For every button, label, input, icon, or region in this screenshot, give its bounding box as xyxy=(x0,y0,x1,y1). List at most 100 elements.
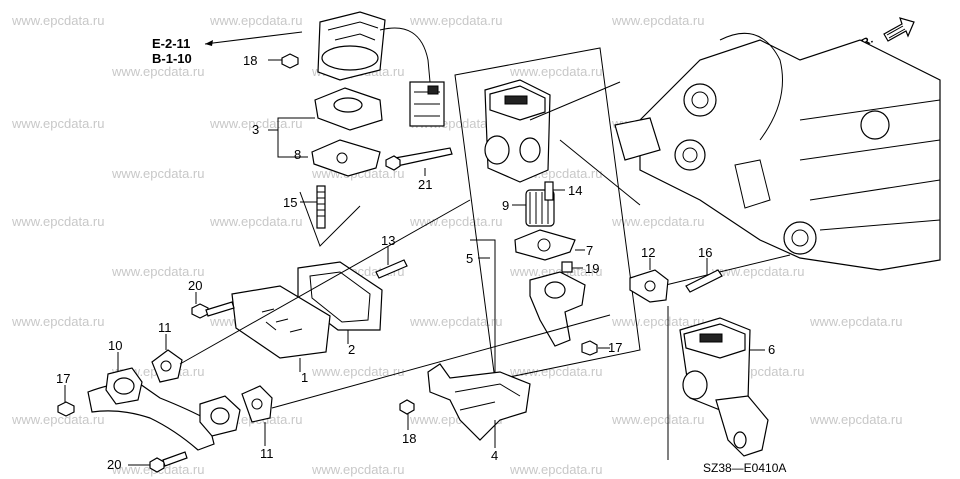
engine-port xyxy=(783,221,817,255)
gasket-2-inner xyxy=(309,271,371,323)
engine-port-inner xyxy=(791,229,809,247)
watermark: www.epcdata.ru xyxy=(11,116,105,131)
bolt-20 xyxy=(149,457,165,473)
pipe-port xyxy=(210,407,230,425)
callout-14[interactable]: 14 xyxy=(568,183,582,198)
inset-valve-slot xyxy=(699,333,723,343)
guide-line xyxy=(559,139,641,206)
reference-leader xyxy=(204,31,303,45)
filter-ribs xyxy=(529,192,549,224)
watermark: www.epcdata.ru xyxy=(809,412,903,427)
gasket-11 xyxy=(151,349,183,383)
gasket-hole xyxy=(336,152,348,164)
bracket-4-detail xyxy=(454,383,521,411)
reference-label[interactable]: B-1-10 xyxy=(152,51,192,66)
reference-label[interactable]: E-2-11 xyxy=(152,36,190,51)
solenoid-ring xyxy=(321,45,379,71)
bracket-4 xyxy=(427,363,531,441)
callout-21[interactable]: 21 xyxy=(418,177,432,192)
callout-17[interactable]: 17 xyxy=(56,371,70,386)
nut-17 xyxy=(581,340,598,356)
callout-18[interactable]: 18 xyxy=(243,53,257,68)
engine-port xyxy=(683,83,717,117)
callout-18[interactable]: 18 xyxy=(402,431,416,446)
plate-1-detail xyxy=(261,308,303,333)
callout-4[interactable]: 4 xyxy=(491,448,498,463)
bolt-21 xyxy=(394,147,453,167)
bolt-20-shank xyxy=(205,301,235,317)
callout-11[interactable]: 11 xyxy=(158,320,172,335)
callout-9[interactable]: 9 xyxy=(502,198,509,213)
callout-11[interactable]: 11 xyxy=(260,446,274,461)
callout-15[interactable]: 15 xyxy=(283,195,297,210)
callout-16[interactable]: 16 xyxy=(698,245,712,260)
watermark: www.epcdata.ru xyxy=(711,264,805,279)
watermark: www.epcdata.ru xyxy=(209,214,303,229)
callout-7[interactable]: 7 xyxy=(586,243,593,258)
watermark: www.epcdata.ru xyxy=(611,412,705,427)
engine-port-inner xyxy=(691,91,709,109)
watermark: www.epcdata.ru xyxy=(509,462,603,477)
callout-3[interactable]: 3 xyxy=(252,122,259,137)
bolt-20 xyxy=(191,303,209,319)
callout-bracket xyxy=(268,117,315,158)
gasket-hole xyxy=(644,280,656,292)
callout-2[interactable]: 2 xyxy=(348,342,355,357)
inset-valve-bracket xyxy=(715,395,769,457)
gasket-hole xyxy=(160,360,172,372)
stud-14 xyxy=(544,181,554,201)
stud-thread xyxy=(317,191,325,217)
gasket-hole xyxy=(537,238,551,252)
stud-13 xyxy=(375,259,408,279)
bolt-18 xyxy=(399,399,415,415)
adapter-port xyxy=(544,281,566,299)
callout-19[interactable]: 19 xyxy=(585,261,599,276)
callout-10[interactable]: 10 xyxy=(108,338,122,353)
callouts: 1 2 3 4 5 6 7 8 9 10 11 11 12 13 14 15 1… xyxy=(56,53,775,472)
watermark: www.epcdata.ru xyxy=(409,214,503,229)
guide-line xyxy=(529,81,621,121)
engine-port-inner xyxy=(682,147,698,163)
callout-13[interactable]: 13 xyxy=(381,233,395,248)
egr-pipe-10 xyxy=(87,352,241,451)
watermark: www.epcdata.ru xyxy=(611,214,705,229)
watermark: www.epcdata.ru xyxy=(111,264,205,279)
egr-valve-body xyxy=(484,79,551,183)
watermark: www.epcdata.ru xyxy=(509,364,603,379)
valve-port xyxy=(519,137,541,163)
callout-6[interactable]: 6 xyxy=(768,342,775,357)
callout-20[interactable]: 20 xyxy=(188,278,202,293)
gasket-11 xyxy=(241,385,273,423)
assembly-box xyxy=(454,47,641,381)
wire-harness xyxy=(379,27,431,83)
callout-20[interactable]: 20 xyxy=(107,457,121,472)
gasket-hole xyxy=(251,398,263,410)
gasket-12 xyxy=(629,269,669,303)
watermark: www.epcdata.ru xyxy=(809,314,903,329)
watermark: www.epcdata.ru xyxy=(409,314,503,329)
callout-12[interactable]: 12 xyxy=(641,245,655,260)
watermark: www.epcdata.ru xyxy=(11,412,105,427)
watermark: www.epcdata.ru xyxy=(11,214,105,229)
watermark: www.epcdata.ru xyxy=(111,64,205,79)
guide-line xyxy=(271,314,611,409)
bolt-18 xyxy=(281,53,299,69)
watermark: www.epcdata.ru xyxy=(209,13,303,28)
watermark: www.epcdata.ru xyxy=(611,13,705,28)
diagram-code: SZ38—E0410A xyxy=(703,461,786,475)
flange-port xyxy=(333,97,363,113)
nut-17 xyxy=(57,401,75,417)
callout-5[interactable]: 5 xyxy=(466,251,473,266)
valve-adapter xyxy=(529,271,586,347)
engine-block xyxy=(614,32,941,271)
watermark: www.epcdata.ru xyxy=(111,166,205,181)
arrow-head-icon xyxy=(205,40,213,46)
callout-8[interactable]: 8 xyxy=(294,147,301,162)
callout-17[interactable]: 17 xyxy=(608,340,622,355)
plate-1 xyxy=(231,285,331,359)
inset-port xyxy=(682,370,708,400)
egr-solenoid-valve xyxy=(314,11,445,131)
gasket-8 xyxy=(311,139,381,177)
nut-19 xyxy=(561,261,573,273)
callout-1[interactable]: 1 xyxy=(301,370,308,385)
